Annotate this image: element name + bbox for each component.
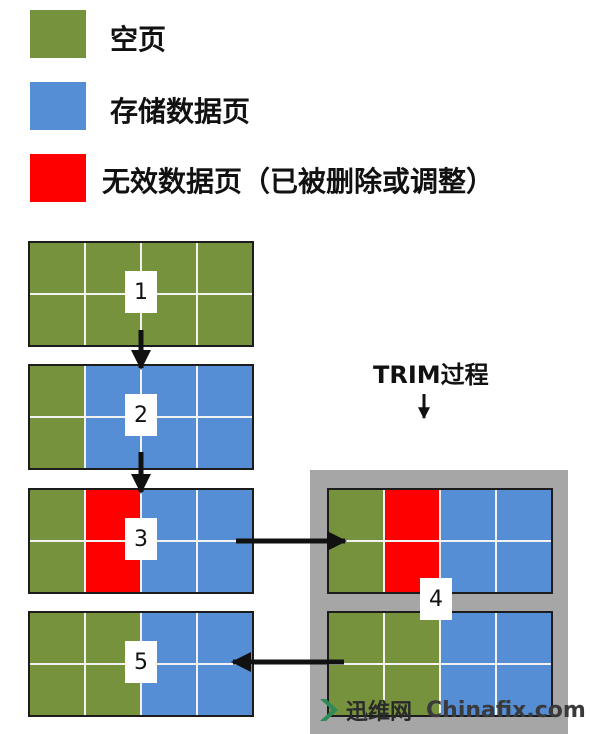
legend-swatch-empty [30,10,86,58]
page-cell-stored [497,613,551,663]
page-cell-stored [497,490,551,540]
watermark-site: Chinafix.com [426,697,586,723]
step-label-4: 4 [420,578,452,620]
page-cell-empty [30,490,84,540]
page-cell-empty [30,613,84,663]
page-cell-empty [30,366,84,416]
page-cell-stored [441,665,495,715]
page-cell-empty [30,418,84,468]
watermark-brand: 迅维网 [346,700,413,725]
legend-label-stored: 存储数据页 [110,95,251,128]
page-cell-stored [198,613,252,663]
step-label-2: 2 [125,394,157,436]
page-cell-stored [198,490,252,540]
legend-label-invalid: 无效数据页（已被删除或调整） [102,165,495,198]
legend-swatch-stored [30,82,86,130]
step-label-3: 3 [125,518,157,560]
page-cell-stored [198,542,252,592]
page-cell-stored [497,542,551,592]
page-cell-empty [30,243,84,293]
legend-swatch-invalid [30,154,86,202]
page-cell-empty [385,613,439,663]
legend-label-empty: 空页 [110,23,167,56]
page-cell-stored [497,665,551,715]
page-cell-stored [198,418,252,468]
page-cell-empty [385,665,439,715]
page-cell-stored [198,665,252,715]
grid-step-2 [28,364,254,470]
page-cell-stored [441,490,495,540]
page-cell-empty [30,665,84,715]
page-cell-stored [198,366,252,416]
step-label-5: 5 [125,641,157,683]
page-cell-empty [198,243,252,293]
page-cell-empty [329,665,383,715]
watermark: 迅维网 Chinafix.com [318,694,586,726]
trim-process-label: TRIM过程 [373,361,489,389]
step-label-1: 1 [125,271,157,313]
page-cell-empty [329,613,383,663]
page-cell-stored [441,613,495,663]
page-cell-empty [329,542,383,592]
page-cell-empty [30,295,84,345]
page-cell-empty [30,542,84,592]
page-cell-empty [198,295,252,345]
page-cell-invalid [385,490,439,540]
watermark-logo-icon [320,699,338,721]
page-cell-empty [329,490,383,540]
